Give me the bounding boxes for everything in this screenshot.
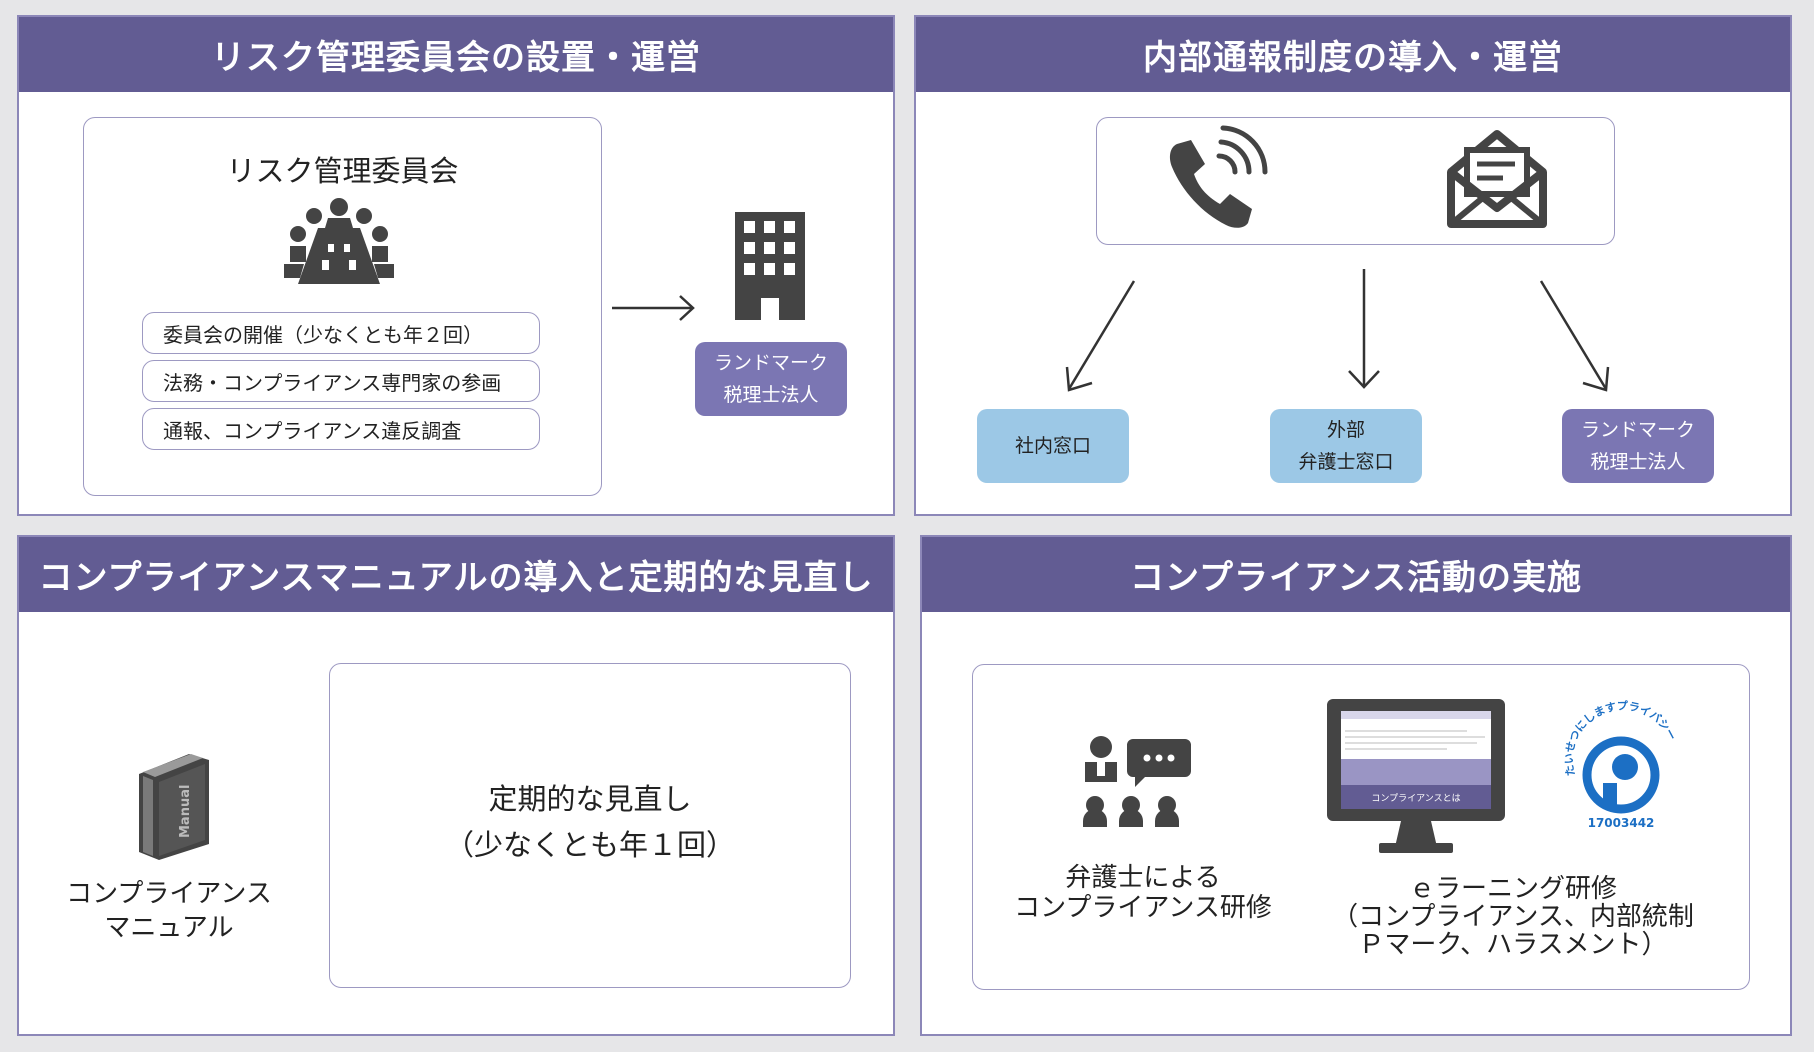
meeting-icon [284,198,394,284]
lawyer-training-caption: 弁護士による コンプライアンス研修 [983,863,1303,923]
review-line2: （少なくとも年１回） [444,828,735,862]
destination-line2: 税理士法人 [1590,451,1686,473]
elearning-caption-line2: （コンプライアンス、内部統制 [1332,902,1694,932]
elearning-monitor-icon: コンプライアンスとは [1327,699,1505,853]
lawyer-caption-line2: コンプライアンス研修 [1014,893,1272,923]
lawyer-caption-line1: 弁護士による [1065,863,1221,893]
arrow-down-left-icon [1065,280,1136,392]
contact-methods-box [1096,117,1615,245]
firm-tag-line2: 税理士法人 [723,384,819,406]
activity-box: 弁護士による コンプライアンス研修 コンプライアンスとは たいせつにしますプライ… [972,664,1750,990]
panel-title-risk: リスク管理委員会の設置・運営 [19,17,893,92]
destination-line1: 外部 [1326,419,1365,441]
manual-book-icon: Manual [139,754,209,860]
destination-tag: ランドマーク 税理士法人 [1562,409,1714,483]
panel-title-activity: コンプライアンス活動の実施 [922,537,1790,612]
risk-committee-panel: リスク管理委員会の設置・運営 リスク管理委員会 [17,15,895,516]
review-box: 定期的な見直し （少なくとも年１回） [329,663,851,988]
firm-tag: ランドマーク 税理士法人 [695,342,847,416]
review-text: 定期的な見直し （少なくとも年１回） [330,776,850,868]
firm-tag-line1: ランドマーク [713,352,828,374]
panel-title-whistle: 内部通報制度の導入・運営 [916,17,1790,92]
destination-line2: 弁護士窓口 [1298,451,1394,473]
elearning-caption-line3: Ｐマーク、ハラスメント） [1358,930,1668,960]
manual-panel: コンプライアンスマニュアルの導入と定期的な見直し Manual コンプライアンス… [17,535,895,1036]
lawyer-training-icon [1083,736,1191,827]
manual-caption-line2: マニュアル [104,913,234,943]
destination-line1: ランドマーク [1580,419,1695,441]
elearning-caption: ｅラーニング研修 （コンプライアンス、内部統制 Ｐマーク、ハラスメント） [1313,875,1713,959]
review-line1: 定期的な見直し [488,782,692,816]
manual-caption-line1: コンプライアンス [66,879,272,909]
privacy-mark-icon: たいせつにしますプライバシー 17003442 [1563,699,1679,830]
manual-caption: コンプライアンス マニュアル [39,877,299,945]
arrow-right-icon [612,295,695,321]
committee-item: 通報、コンプライアンス違反調査 [142,408,540,450]
activity-panel: コンプライアンス活動の実施 弁護士による コンプライアンス研修 [920,535,1792,1036]
mail-icon [1447,130,1547,228]
destination-tag: 外部 弁護士窓口 [1270,409,1422,483]
book-spine-text: Manual [178,785,193,838]
office-building-icon [735,212,805,320]
panel-title-manual: コンプライアンスマニュアルの導入と定期的な見直し [19,537,893,612]
whistleblowing-panel: 内部通報制度の導入・運営 社内窓口 外部 弁護士窓口 [914,15,1792,516]
committee-title: リスク管理委員会 [226,154,459,188]
arrow-down-icon [1348,269,1380,389]
arrow-down-right-icon [1539,280,1610,392]
screen-caption: コンプライアンスとは [1371,793,1460,804]
committee-item: 法務・コンプライアンス専門家の参画 [142,360,540,402]
destination-tag: 社内窓口 [977,409,1129,483]
destination-line1: 社内窓口 [1014,435,1091,457]
pmark-number: 17003442 [1588,816,1655,830]
phone-icon [1169,125,1268,228]
elearning-caption-line1: ｅラーニング研修 [1408,874,1617,904]
committee-item: 委員会の開催（少なくとも年２回） [142,312,540,354]
